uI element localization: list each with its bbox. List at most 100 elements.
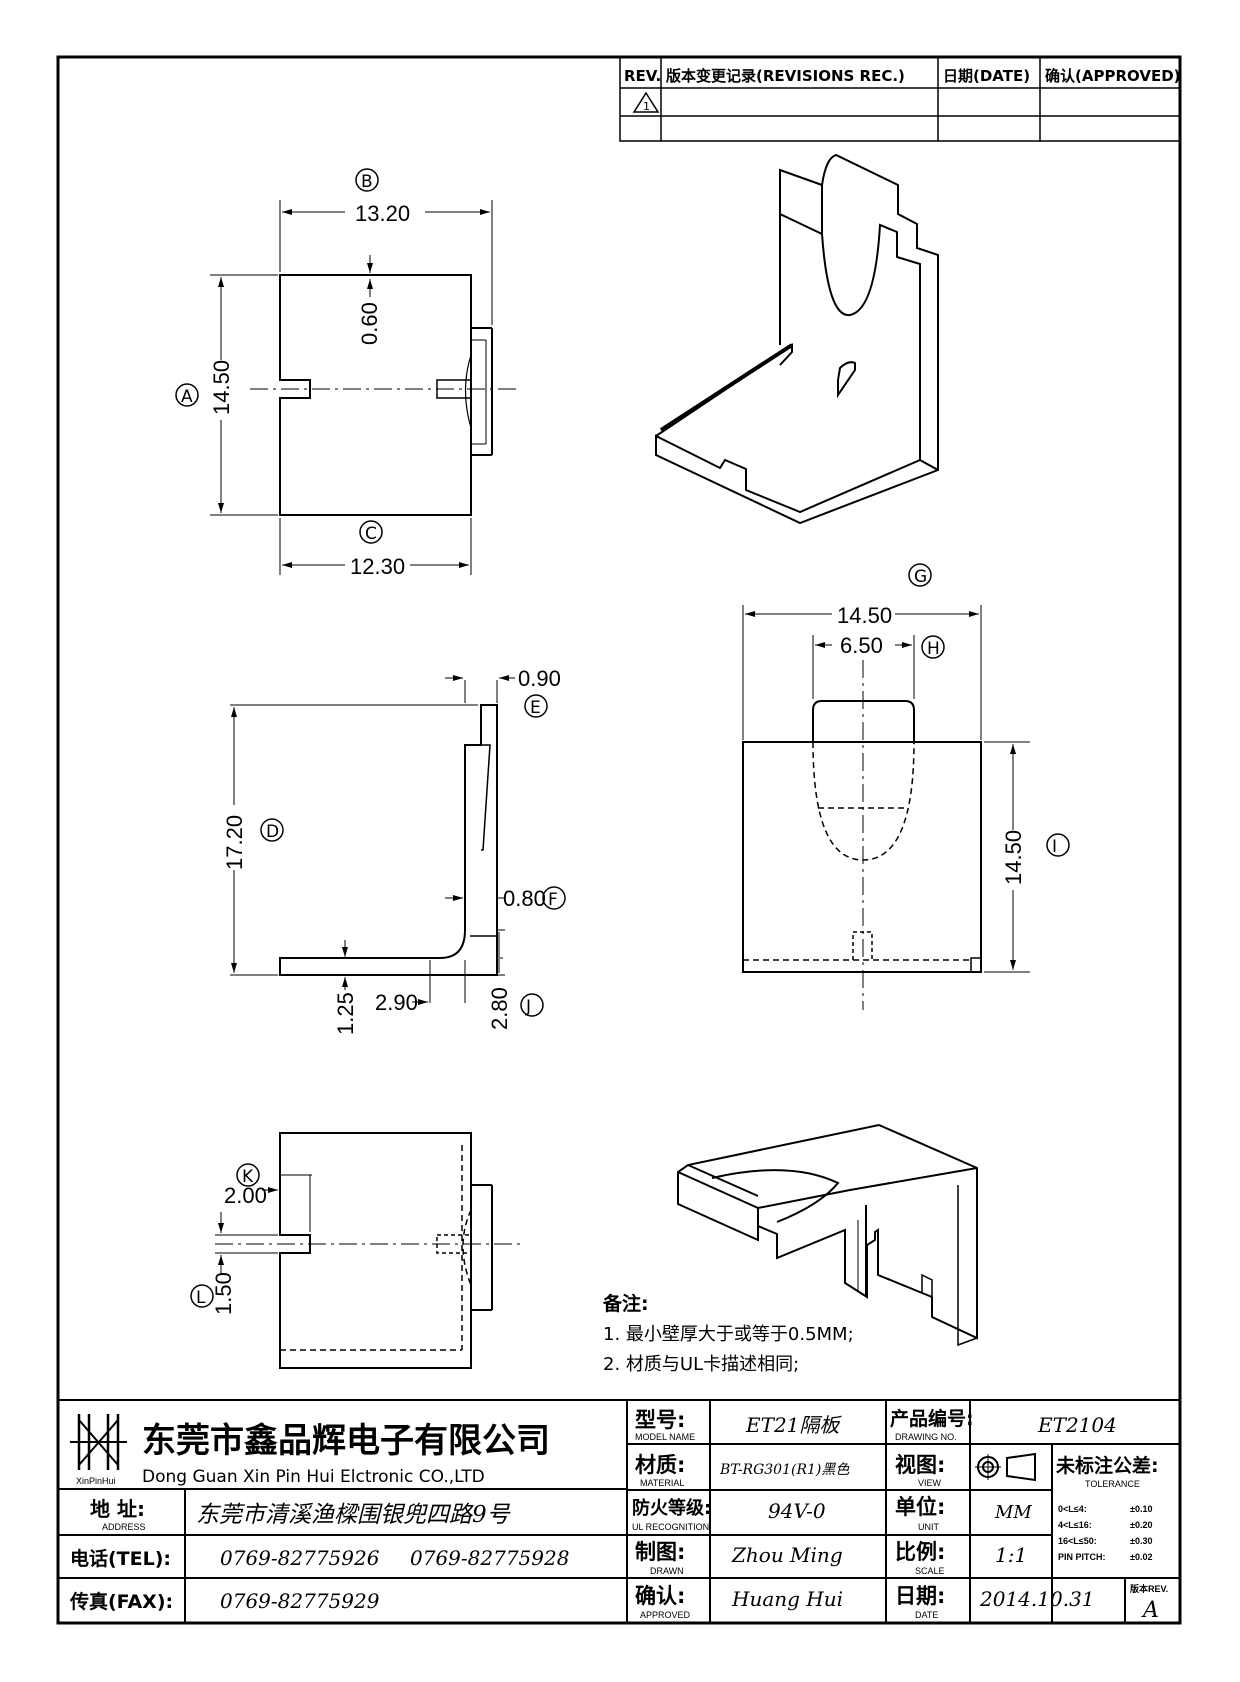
tol-value-1: ±0.10 (1130, 1504, 1152, 1514)
address: 东莞市清溪渔樑围银兜四路9号 (196, 1502, 511, 1528)
rev-value: A (1141, 1598, 1159, 1623)
tol-range-4: PIN PITCH: (1058, 1552, 1106, 1562)
label-i: I (1052, 837, 1057, 857)
tolerance-label-en: TOLERANCE (1085, 1479, 1140, 1489)
label-k: K (242, 1167, 254, 1187)
company-name-en: Dong Guan Xin Pin Hui Elctronic CO.,LTD (142, 1467, 485, 1487)
label-c: C (365, 524, 377, 544)
label-l: L (196, 1288, 206, 1308)
dim-a: 14.50 (209, 360, 234, 415)
logo-text: XinPinHui (76, 1476, 116, 1486)
rev-header: REV. (624, 67, 661, 85)
label-b-circle (355, 168, 379, 192)
date-value: 2014.10.31 (979, 1587, 1095, 1611)
label-j: J (525, 997, 531, 1017)
address-label: 地 址: (90, 1497, 145, 1521)
view-label-en: VIEW (918, 1478, 942, 1488)
model-value: ET21隔板 (745, 1413, 842, 1437)
dim-j: 2.80 (487, 987, 512, 1030)
label-j-circle (520, 993, 544, 1017)
tel2: 0769-82775928 (410, 1546, 569, 1570)
revision-block (619, 56, 1181, 142)
notes-line1: 1. 最小壁厚大于或等于0.5MM; (603, 1324, 854, 1345)
bottom-view (215, 1132, 520, 1369)
projection-symbol-icon (975, 1452, 1036, 1482)
date-label: 日期: (895, 1584, 945, 1608)
dim-c: 12.30 (350, 554, 405, 579)
approved-header: 确认(APPROVED) (1045, 67, 1181, 85)
dim-290: 2.90 (375, 990, 418, 1015)
unit-label: 单位: (895, 1495, 945, 1519)
material-label-en: MATERIAL (640, 1478, 684, 1488)
dim-060: 0.60 (357, 302, 382, 345)
tel-label: 电话(TEL): (70, 1547, 171, 1570)
dim-k: 2.00 (224, 1183, 267, 1208)
approved-label-en: APPROVED (640, 1610, 691, 1620)
rev-number: 1 (643, 100, 650, 113)
label-d: D (266, 822, 279, 842)
view-label: 视图: (895, 1453, 945, 1477)
dim-h: 6.50 (840, 633, 883, 658)
tol-value-2: ±0.20 (1130, 1520, 1152, 1530)
drawing-border (56, 55, 1182, 1625)
dim-e: 0.90 (518, 666, 561, 691)
scale-label-en: SCALE (915, 1566, 945, 1576)
model-label: 型号: (635, 1408, 685, 1432)
tol-value-4: ±0.02 (1130, 1552, 1152, 1562)
date-header: 日期(DATE) (943, 67, 1030, 85)
unit-label-en: UNIT (918, 1522, 939, 1532)
label-i-circle (1046, 833, 1070, 857)
notes-title: 备注: (602, 1292, 649, 1315)
drawing-no-label: 产品编号: (890, 1407, 974, 1430)
tol-range-1: 0<L≤4: (1058, 1504, 1087, 1514)
label-a-circle (175, 383, 199, 407)
material-label: 材质: (635, 1453, 685, 1477)
model-label-en: MODEL NAME (635, 1432, 695, 1442)
scale-label: 比例: (895, 1540, 945, 1564)
company-name-cn: 东莞市鑫品辉电子有限公司 (142, 1421, 550, 1461)
dim-f: 0.80 (503, 886, 546, 911)
isometric-view-back (677, 1123, 978, 1347)
fax: 0769-82775929 (220, 1589, 380, 1613)
side-view (230, 675, 515, 1005)
label-e: E (530, 698, 541, 718)
drawn-label: 制图: (635, 1540, 685, 1564)
approved-value: Huang Hui (731, 1587, 843, 1611)
drawing-no-value: ET2104 (1037, 1413, 1117, 1437)
top-view (210, 200, 520, 575)
label-g-circle (908, 563, 932, 587)
dim-b: 13.20 (355, 201, 410, 226)
label-c-circle (359, 520, 383, 544)
unit-value: MM (994, 1502, 1032, 1523)
approved-label: 确认: (635, 1584, 685, 1608)
isometric-view-front (655, 153, 939, 525)
drawn-value: Zhou Ming (731, 1543, 843, 1567)
label-l-circle (190, 1284, 214, 1308)
ul-value: 94V-0 (768, 1499, 826, 1523)
label-h-circle (921, 635, 945, 659)
dim-l: 1.50 (211, 1272, 236, 1315)
ul-label: 防火等级: (632, 1497, 711, 1519)
scale-value: 1:1 (995, 1543, 1027, 1567)
drawing-no-label-en: DRAWING NO. (895, 1432, 957, 1442)
company-logo (70, 1414, 127, 1470)
tel1: 0769-82775926 (220, 1546, 380, 1570)
notes-line2: 2. 材质与UL卡描述相同; (603, 1354, 799, 1375)
rev-label: 版本REV. (1129, 1583, 1168, 1594)
label-d-circle (260, 818, 284, 842)
front-view (742, 605, 1030, 1010)
label-h: H (927, 639, 940, 659)
tol-range-3: 16<L≤50: (1058, 1536, 1097, 1546)
label-f: F (548, 890, 558, 910)
label-a: A (181, 387, 193, 407)
title-block-grid (58, 1399, 1180, 1623)
dim-d: 17.20 (222, 815, 247, 870)
dim-g: 14.50 (837, 603, 892, 628)
label-k-circle (236, 1163, 260, 1187)
label-b: B (361, 172, 373, 192)
label-e-circle (524, 694, 548, 718)
label-f-circle (542, 886, 566, 910)
tol-range-2: 4<L≤16: (1058, 1520, 1092, 1530)
material-value: BT-RG301(R1)黑色 (719, 1462, 850, 1478)
